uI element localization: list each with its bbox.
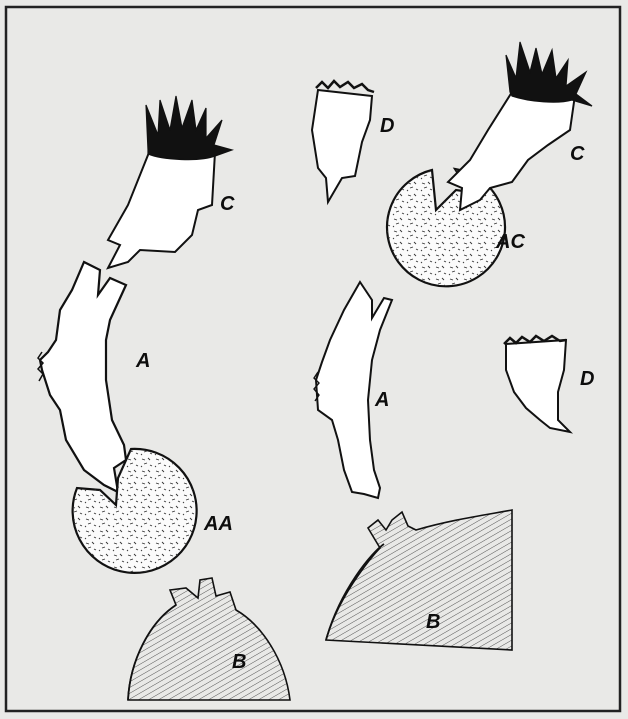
label-b-right: B: [426, 611, 440, 633]
label-b-left: B: [232, 651, 246, 673]
label-c-right: C: [570, 143, 585, 165]
label-a-left: A: [135, 350, 150, 372]
label-d-top: D: [380, 115, 394, 137]
label-ac: AC: [495, 231, 525, 253]
label-aa: AA: [203, 513, 233, 535]
label-d-right: D: [580, 368, 594, 390]
label-a-right: A: [374, 389, 389, 411]
label-c-left: C: [220, 193, 235, 215]
